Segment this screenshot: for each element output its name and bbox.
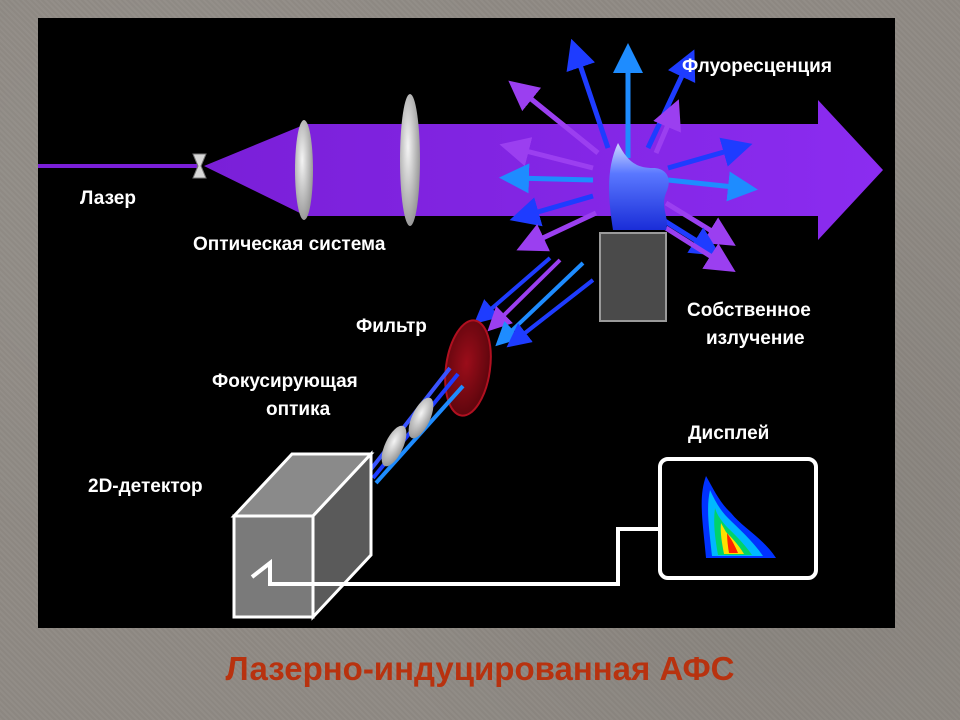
- slide-title: Лазерно-индуцированная АФС: [225, 650, 735, 687]
- focusing-lens-1: [408, 397, 434, 439]
- laser-beam-input: [38, 164, 198, 168]
- laser-beam: [204, 100, 883, 240]
- lens-1: [295, 120, 313, 220]
- label-focusing-1: Фокусирующая: [212, 371, 358, 392]
- label-emission-2: излучение: [706, 328, 805, 349]
- label-optical-system: Оптическая система: [193, 234, 386, 255]
- diverging-lens: [192, 153, 207, 179]
- label-display: Дисплей: [688, 423, 770, 444]
- burner: [599, 232, 667, 322]
- label-fluorescence: Флуоресценция: [682, 56, 832, 77]
- display-screen: [658, 457, 818, 580]
- diagram-panel: Лазер Оптическая система Флуоресценция С…: [38, 18, 895, 628]
- flame: [609, 143, 669, 230]
- detector-cube: [230, 450, 375, 621]
- display-image: [701, 476, 776, 558]
- label-laser: Лазер: [80, 188, 136, 209]
- label-focusing-2: оптика: [266, 399, 331, 420]
- emission-arrows: [473, 256, 595, 348]
- label-detector: 2D-детектор: [88, 476, 203, 497]
- lens-2: [400, 94, 420, 226]
- label-emission-1: Собственное: [687, 300, 811, 321]
- laser-afs-diagram: [38, 38, 883, 621]
- data-cable: [250, 527, 660, 586]
- focusing-lens-2: [381, 425, 407, 467]
- fluorescence-arrows: [499, 38, 758, 273]
- label-filter: Фильтр: [356, 316, 427, 337]
